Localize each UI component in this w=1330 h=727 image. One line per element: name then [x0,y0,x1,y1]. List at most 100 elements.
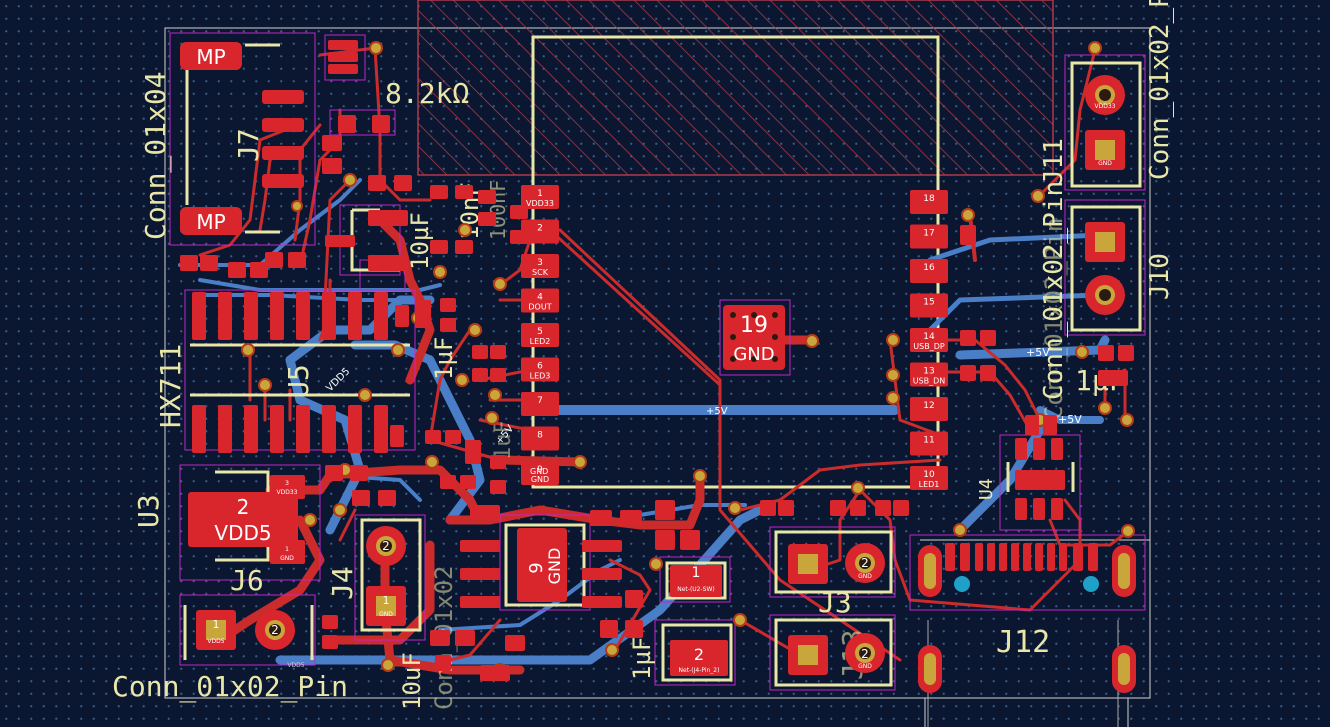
svg-text:2: 2 [861,556,869,570]
svg-text:+5V: +5V [1026,346,1050,359]
sw1-pad-labels: 1 Net-(U2-SW) 2 Net-(J4-Pin_2) [677,565,719,674]
svg-text:VDD33: VDD33 [277,489,298,496]
esp-pin-number: 18 [923,194,935,204]
esp-pin-11: 11 [910,431,948,456]
svg-text:MP: MP [196,210,225,234]
j3-ref-text: J3 [818,586,852,619]
svg-text:+5V: +5V [706,406,728,417]
j7-mp-pad-top: MP [180,42,242,70]
rot-label-8: 1uF [491,420,516,460]
j11-value-text: Conn_01x02_Pin [1145,0,1175,180]
svg-text:VDD5: VDD5 [324,366,352,394]
esp-pin-net: LED1 [919,480,940,489]
u3-ref-text: U3 [132,494,165,528]
esp-pin-number: 10 [923,470,935,480]
svg-text:3: 3 [285,480,289,487]
j10-ref-text: J10 [1145,253,1175,300]
j7-ref-text: J7 [232,128,265,162]
esp-pin-net: SCK [532,268,549,277]
esp-pin-number: 17 [923,229,934,239]
j11-ref-text: J11 [1039,138,1069,185]
esp-pin-number: 5 [537,327,543,337]
j12-ref-text: J12 [996,625,1050,660]
j13-connector: 2 GND [788,633,885,675]
esp-pin-8: 8 [521,426,559,451]
rot-label-2: 10µF [406,212,434,270]
esp-pin-number: 9 [537,465,543,475]
esp-pin-number: 14 [923,332,935,342]
esp-pin-number: 3 [537,258,543,268]
svg-text:+5V: +5V [1058,413,1082,426]
silkscreen-outlines [183,43,1142,727]
svg-text:2: 2 [271,623,279,637]
esp-pin-number: 6 [537,362,543,372]
svg-text:9: 9 [526,562,547,573]
u4-ref-text: U4 [976,478,997,500]
esp-pin-number: 15 [923,298,934,308]
esp-pin-15: 15 [910,293,948,318]
esp-pin-18: 18 [910,190,948,214]
j12-shield-slots [918,545,1136,693]
svg-text:GND: GND [379,611,393,618]
esp-pin-net: GND [531,475,549,484]
rot-label-6: 100nF [486,180,510,240]
u2-thermal-pad-label: 9 GND [526,548,564,585]
svg-text:Net-(J4-Pin_2): Net-(J4-Pin_2) [679,667,720,674]
svg-text:2: 2 [237,495,250,519]
esp-pin-net: VDD33 [526,199,554,208]
rot-label-4: 10uF [398,652,426,710]
u5-ref-text: U5 [282,364,315,398]
esp-pin-number: 2 [537,224,543,234]
svg-text:19: 19 [740,313,768,338]
esp-pin-number: 4 [537,293,543,303]
j11-connector: VDD33 GND [1085,75,1125,170]
smd-pads [180,40,1134,681]
esp-pin-2: 2 [521,219,559,244]
rot-label-1: 1µF [430,337,458,380]
svg-text:1: 1 [285,546,289,553]
svg-text:2: 2 [861,647,869,661]
esp-pin-number: 7 [537,396,543,406]
svg-text:GND: GND [858,573,872,580]
svg-text:GND: GND [530,467,548,476]
antenna-keepout [417,0,1054,176]
j4-connector: 2 1 GND [366,526,406,626]
svg-text:MP: MP [196,45,225,69]
esp-pin-net: LED3 [530,372,551,381]
j6-value-text: Conn_01x02_Pin [112,670,348,704]
j7-mp-pad-bottom: MP [180,207,242,235]
svg-text:2: 2 [694,645,704,664]
u5-value-text: HX711 [154,344,187,428]
svg-text:GND: GND [545,548,564,585]
esp-pin-number: 16 [923,263,935,273]
esp-pin-number: 8 [537,431,543,441]
svg-text:Net-(U2-SW): Net-(U2-SW) [677,586,715,593]
esp-pin-net: DOUT [528,303,551,312]
r-value-text: 8.2kΩ [385,77,469,110]
esp-pin-number: 13 [923,367,934,377]
rot-label-9: Conn_01x02_Pin [1040,218,1068,420]
j10-connector [1085,222,1125,315]
j4-ref-text: J4 [326,566,359,600]
esp-pin-16: 16 [910,259,948,283]
esp-pin-12: 12 [910,397,948,421]
j3-connector: 2 GND [788,543,885,584]
esp-pin-net: USB_DP [913,342,945,351]
u3-pad-labels: 2 VDD5 3 VDD33 1 GND [214,480,297,562]
esp-pin-number: 11 [923,436,934,446]
esp-pin-17: 17 [910,224,948,249]
svg-text:2: 2 [382,539,390,553]
j6-ref-text: J6 [230,564,264,597]
